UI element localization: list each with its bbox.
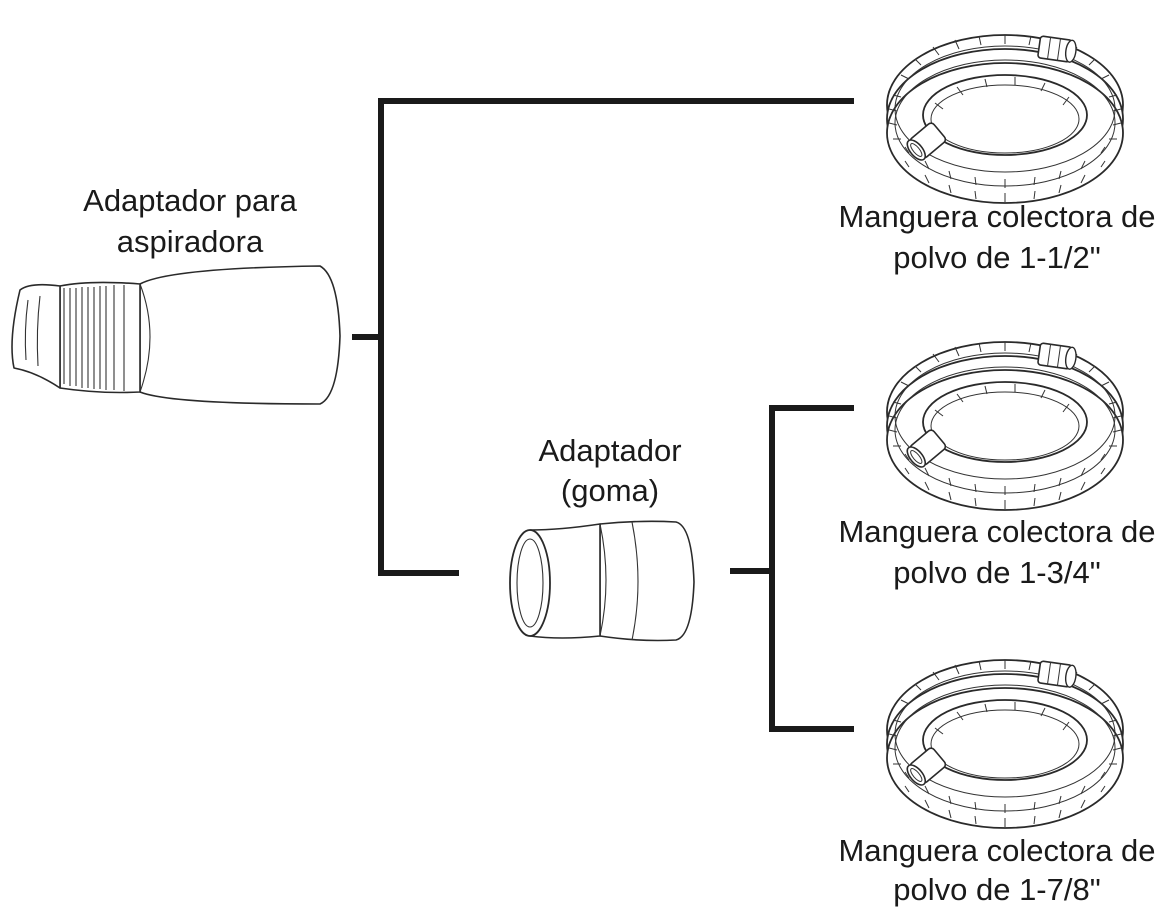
hose-2-illustration	[886, 341, 1124, 511]
vacuum-adapter-label-line2: aspiradora	[117, 224, 264, 259]
connector-lines	[352, 98, 854, 732]
rubber-adapter-label-line2: (goma)	[561, 473, 659, 508]
rubber-adapter-illustration	[509, 520, 695, 642]
hose-2-label-line1: Manguera colectora de	[838, 514, 1155, 549]
hose-1-label-line2: polvo de 1-1/2"	[893, 240, 1100, 275]
hose-1-label-line1: Manguera colectora de	[838, 199, 1155, 234]
rubber-adapter-label-line1: Adaptador	[538, 433, 681, 468]
hose-3-illustration	[886, 659, 1124, 829]
vacuum-adapter-label-line1: Adaptador para	[83, 183, 297, 218]
vacuum-adapter-illustration	[11, 265, 341, 405]
hose-2-label-line2: polvo de 1-3/4"	[893, 555, 1100, 590]
hose-1-illustration	[886, 34, 1124, 204]
hose-3-label-line2: polvo de 1-7/8"	[893, 872, 1100, 907]
hose-3-label-line1: Manguera colectora de	[838, 833, 1155, 868]
